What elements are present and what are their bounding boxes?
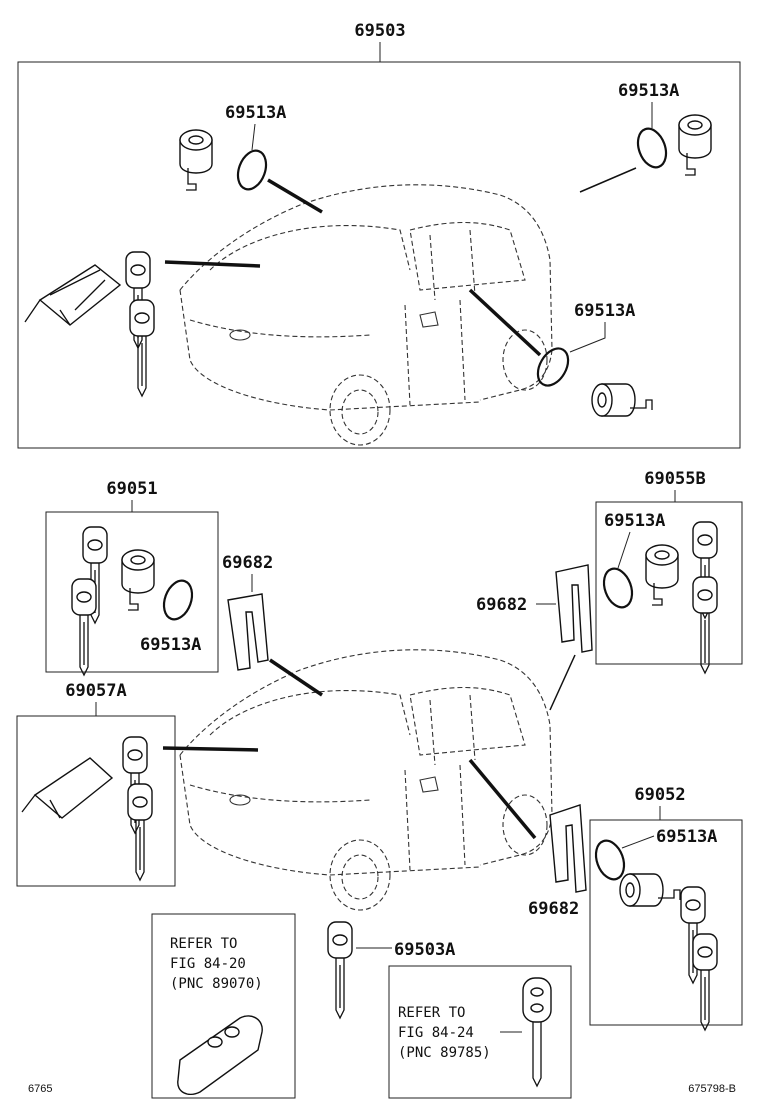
label-69682-left: 69682: [222, 553, 273, 573]
label-69055b: 69055B: [644, 469, 705, 489]
pointer-right-door: [579, 167, 637, 193]
label-69055b-ring: 69513A: [604, 511, 665, 531]
set-69052-parts: [619, 873, 718, 1031]
refer-2-line2: FIG 84-24: [398, 1025, 474, 1041]
set-69055b-parts: [645, 521, 718, 674]
label-69051: 69051: [106, 479, 157, 499]
label-69513a-left: 69513A: [225, 103, 286, 123]
set-69057a-ignition: [21, 736, 153, 881]
set-box-69052: [589, 819, 743, 1026]
clip-69682-right-upper: [555, 564, 593, 653]
ignition-cylinder-top: [24, 264, 122, 326]
refer-2-line3: (PNC 89785): [398, 1045, 491, 1061]
clip-69682-left: [227, 593, 269, 671]
footer-left-code: 6765: [28, 1083, 52, 1095]
door-lock-cylinder-right: [678, 114, 712, 176]
label-69682-right-upper: 69682: [476, 595, 527, 615]
key-top-b: [129, 299, 155, 397]
set-box-69057a: [16, 715, 176, 887]
door-lock-cylinder-left: [179, 129, 213, 191]
refer-1-line2: FIG 84-20: [170, 956, 246, 972]
pointer-clip-left: [269, 658, 323, 697]
ring-69055b: [602, 567, 634, 609]
set-box-69051: [45, 511, 219, 673]
ring-69051: [162, 579, 194, 621]
leader-69055b-ring: [617, 531, 631, 569]
label-69513a-back: 69513A: [574, 301, 635, 321]
ring-69513a-back: [536, 347, 570, 387]
assembly-box-69503: [17, 61, 741, 449]
pointer-back-door: [468, 288, 542, 357]
ring-69513a-right: [636, 127, 668, 169]
ring-69052: [594, 839, 626, 881]
refer-box-1: [151, 913, 296, 1099]
key-blank-69503a: [327, 921, 353, 1019]
label-69682-right-lower: 69682: [528, 899, 579, 919]
label-69052: 69052: [634, 785, 685, 805]
back-door-lock-cylinder: [591, 383, 653, 417]
pointer-ignition-bottom: [162, 746, 259, 752]
set-box-69055b: [595, 501, 743, 665]
refer-1-line1: REFER TO: [170, 936, 237, 952]
pointer-ignition-top: [164, 260, 261, 268]
leader-69513a-left: [251, 123, 256, 151]
remote-transmitter-89070: [177, 1015, 263, 1096]
clip-69682-right-lower: [549, 804, 587, 893]
label-69503: 69503: [354, 21, 405, 41]
pointer-clip-right-upper: [549, 654, 576, 711]
transponder-key-89785: [522, 977, 552, 1088]
label-69503a: 69503A: [394, 940, 455, 960]
refer-2-line1: REFER TO: [398, 1005, 465, 1021]
leader-69513a-back: [569, 322, 606, 353]
label-69513a-right: 69513A: [618, 81, 679, 101]
refer-box-2: [388, 965, 572, 1099]
label-69051-ring: 69513A: [140, 635, 201, 655]
footer-right-code: 675798-B: [688, 1083, 736, 1095]
ring-69513a-left: [236, 149, 268, 191]
label-69057a: 69057A: [65, 681, 126, 701]
pointer-left-door: [267, 178, 323, 214]
vehicle-outline-bottom: [179, 649, 553, 911]
leader-69052-ring: [621, 835, 655, 849]
pointer-clip-right-lower: [468, 758, 537, 840]
label-69052-ring: 69513A: [656, 827, 717, 847]
refer-1-line3: (PNC 89070): [170, 976, 263, 992]
